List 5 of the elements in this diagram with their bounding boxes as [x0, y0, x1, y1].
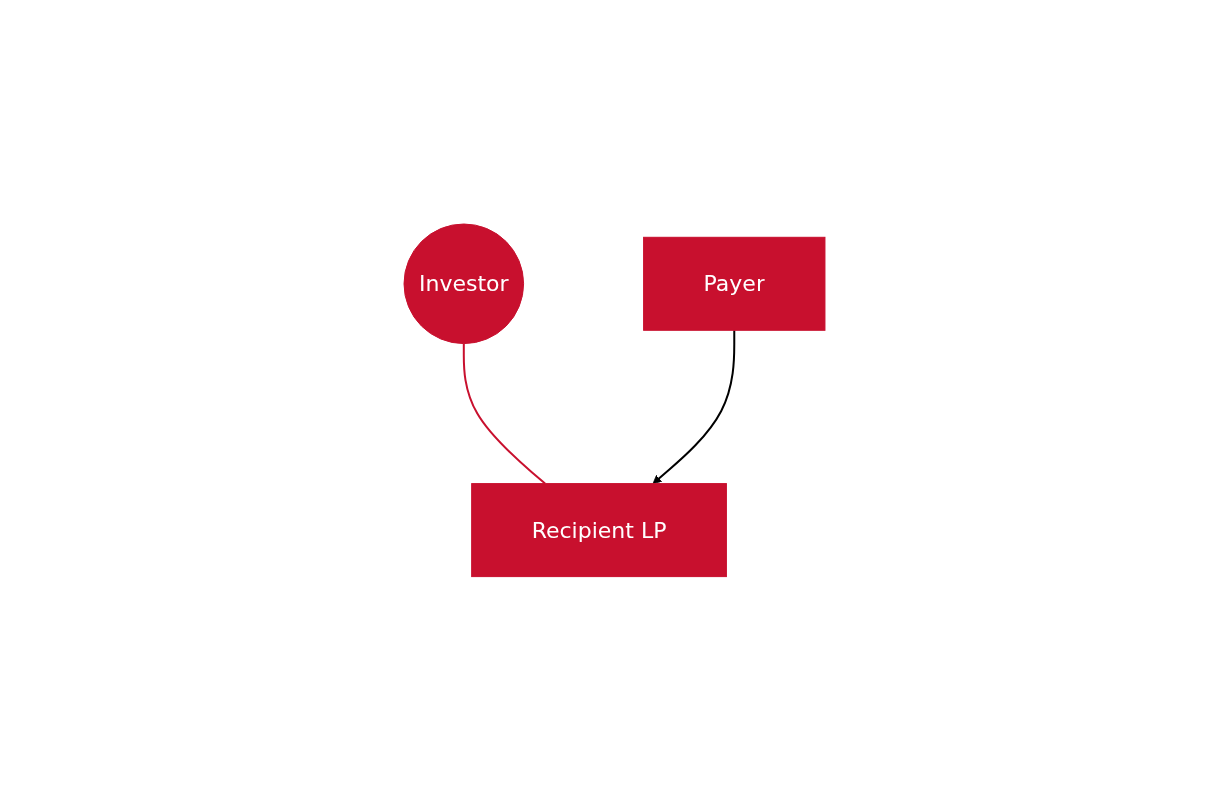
arrow	[652, 329, 736, 485]
node-circle: Investor	[403, 223, 525, 345]
node-box: Recipient LP	[471, 483, 727, 578]
connector	[462, 342, 547, 485]
node-box: Payer	[643, 237, 826, 331]
